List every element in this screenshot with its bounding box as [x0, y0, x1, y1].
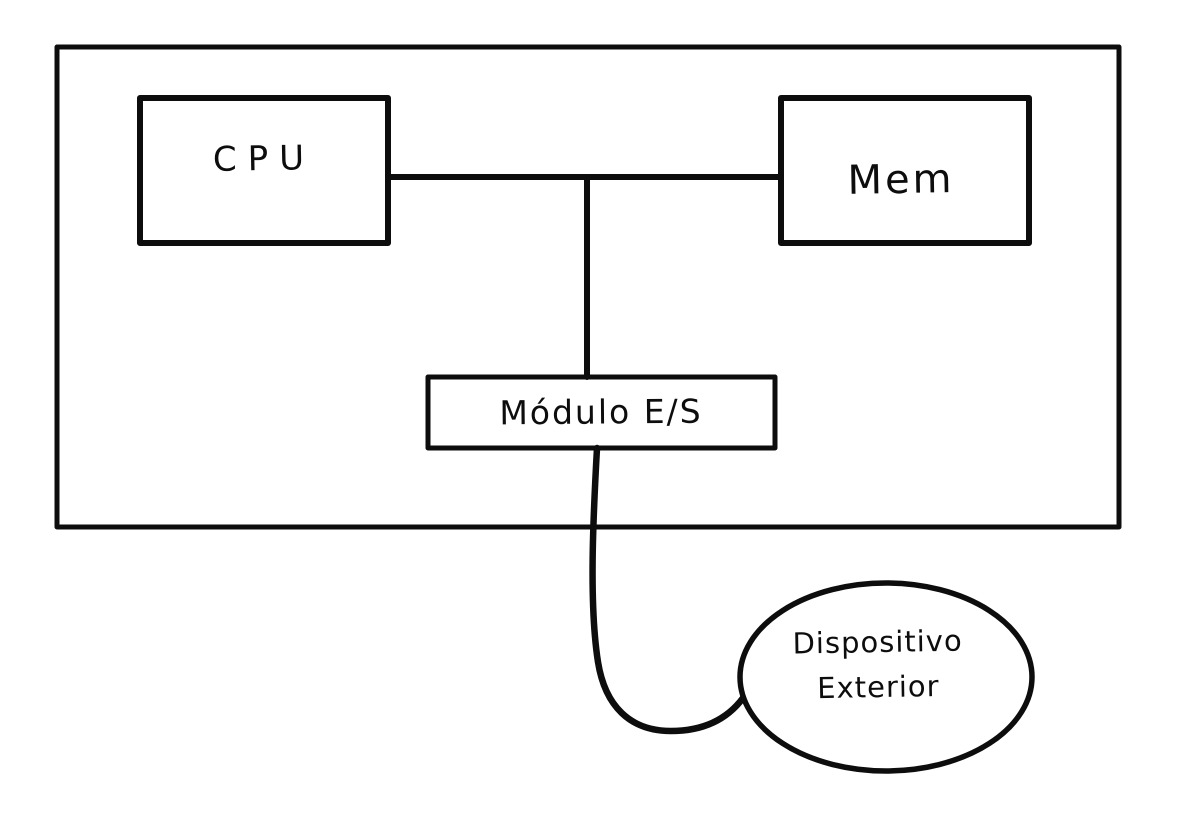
external-device-label-line2: Exterior: [816, 668, 940, 706]
io-module-label: Módulo E/S: [499, 391, 703, 433]
system-boundary-box: [54, 44, 1122, 530]
io-device-curve: [589, 444, 747, 735]
mem-box: [778, 95, 1032, 246]
mem-label: Mem: [847, 156, 955, 204]
io-module-box: [425, 374, 778, 451]
cpu-box: [137, 95, 391, 246]
external-device-label-line1: Dispositivo: [792, 623, 963, 661]
cpu-label: CPU: [212, 138, 316, 180]
external-device-ellipse: [737, 580, 1035, 774]
external-device-label: Dispositivo Exterior: [792, 619, 964, 712]
